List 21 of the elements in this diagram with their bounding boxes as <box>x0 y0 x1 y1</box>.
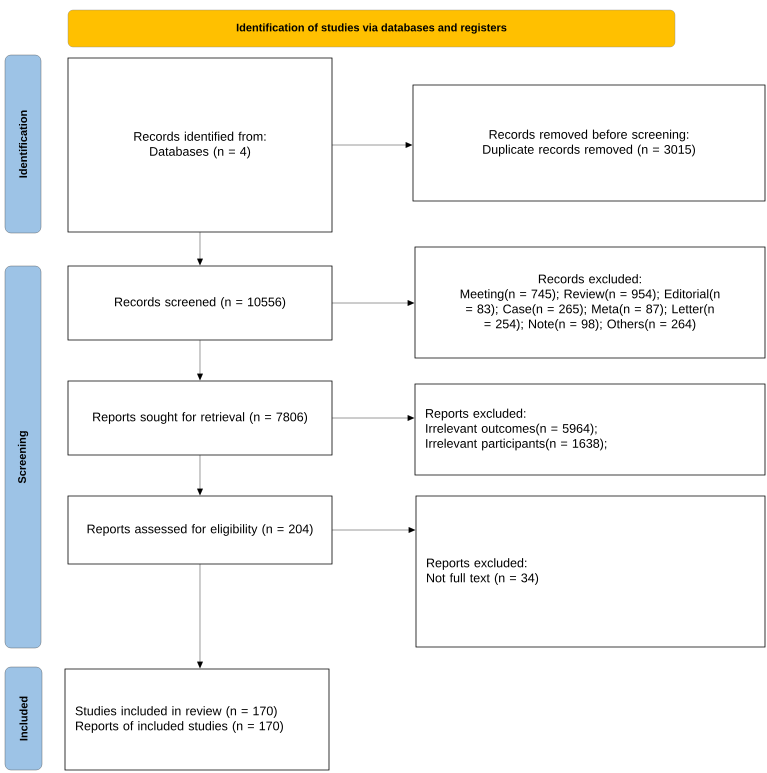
arrow <box>332 527 416 533</box>
arrow <box>332 415 414 421</box>
process-box: Records identified from: Databases (n = 4) <box>68 58 332 232</box>
process-box: Reports sought for retrieval (n = 7806) <box>68 380 332 456</box>
process-box: Studies included in review (n = 170) Reports of included studies (n = 170) <box>64 668 330 770</box>
phase-label-bar: Screening <box>4 266 42 648</box>
arrow <box>197 455 203 496</box>
arrow <box>197 564 203 668</box>
process-box: Records screened (n = 10556) <box>68 266 332 340</box>
process-box: Records excluded: Meeting(n = 745); Review(n = 954); Editorial(n = 83); Case(n = 265); Meta(n = 87); Letter(n = 254); Note(n = 98); Others(n = 264) <box>414 246 766 358</box>
arrow <box>332 300 414 306</box>
process-box: Reports excluded: Not full text (n = 34) <box>416 496 766 648</box>
process-box: Reports excluded: Irrelevant outcomes(n = 5964); Irrelevant participants(n = 1638); <box>414 384 766 476</box>
arrow <box>197 340 203 380</box>
arrow <box>197 232 203 266</box>
phase-label-bar: Identification <box>4 54 42 234</box>
arrow <box>332 142 412 148</box>
header-band: Identification of studies via databases and registers <box>68 10 676 48</box>
process-box: Reports assessed for eligibility (n = 204) <box>68 496 332 564</box>
process-box: Records removed before screening: Duplicate records removed (n = 3015) <box>412 84 766 202</box>
phase-label-bar: Included <box>4 666 42 770</box>
